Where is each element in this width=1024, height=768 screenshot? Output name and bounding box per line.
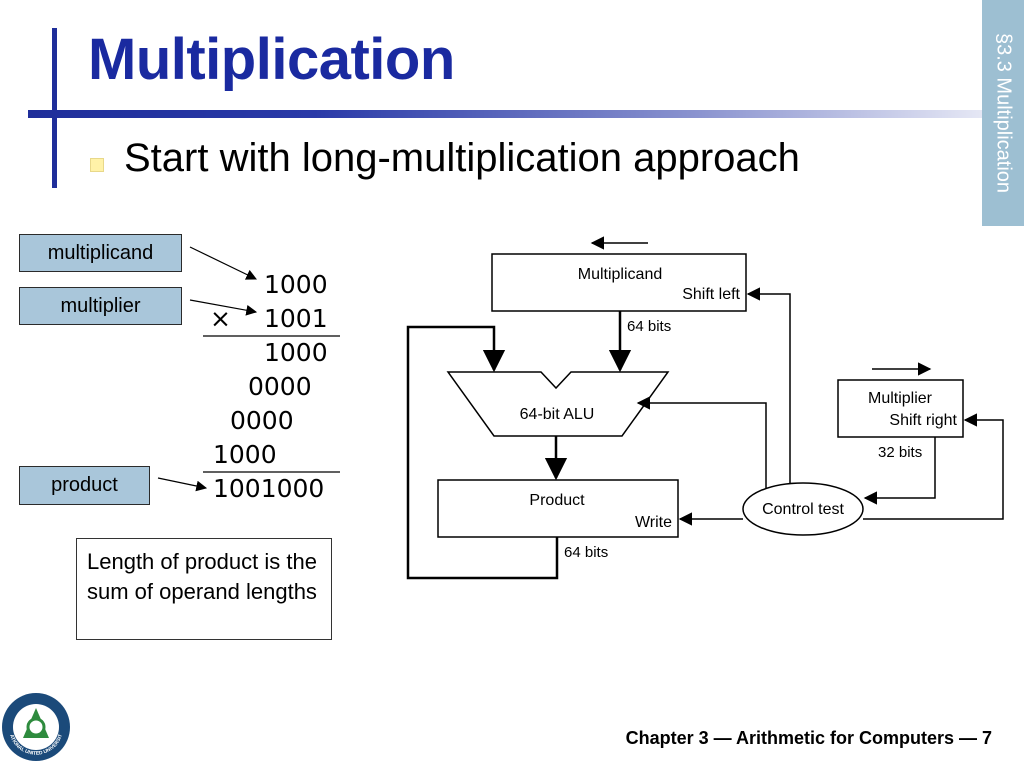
multiplier-label-text: multiplier bbox=[60, 294, 141, 317]
multiplicand-label: multiplicand bbox=[19, 234, 182, 272]
control-to-multiplicand-arrow bbox=[746, 287, 791, 483]
alu-shape bbox=[446, 371, 670, 437]
multiplier-pointer-arrow bbox=[189, 299, 258, 316]
product-label: product bbox=[19, 466, 150, 505]
multiplicand-register bbox=[491, 253, 747, 312]
section-tab: §3.3 Multiplication bbox=[982, 0, 1024, 226]
slide-title: Multiplication bbox=[88, 27, 455, 92]
control-to-multiplier-arrow bbox=[863, 413, 1004, 520]
alu-label: 64-bit ALU bbox=[520, 406, 595, 423]
note-box: Length of product is the sum of operand … bbox=[76, 538, 332, 640]
product-feedback-loop bbox=[406, 325, 559, 580]
product-value: 1001000 bbox=[213, 474, 325, 503]
multiplier-to-control-arrow bbox=[863, 437, 936, 505]
university-logo: NATIONAL UNITED UNIVERSITY bbox=[0, 0, 70, 761]
multiplier-register-label: Multiplier bbox=[868, 390, 933, 407]
product-width-label: 64 bits bbox=[564, 544, 608, 561]
title-accent-bar-vertical bbox=[52, 28, 57, 188]
bullet-text: Start with long-multiplication approach bbox=[124, 136, 800, 180]
multiplier-width-label: 32 bits bbox=[878, 444, 922, 461]
product-write-label: Write bbox=[635, 514, 672, 531]
partial-product-1: 1000 bbox=[264, 338, 328, 367]
control-test-label: Control test bbox=[762, 501, 844, 518]
bullet-marker bbox=[90, 158, 104, 172]
partial-product-4: 1000 bbox=[213, 440, 277, 469]
note-text: Length of product is the sum of operand … bbox=[87, 549, 317, 604]
partial-product-3: 0000 bbox=[230, 406, 294, 435]
multiplicand-shift-label: Shift left bbox=[682, 286, 740, 303]
multiplicand-value: 1000 bbox=[264, 270, 328, 299]
title-underline-bar bbox=[28, 110, 984, 118]
multiplier-register bbox=[837, 379, 964, 438]
times-sign: × bbox=[210, 304, 231, 333]
product-pointer-arrow bbox=[157, 477, 208, 492]
product-register-label: Product bbox=[529, 492, 585, 509]
multiplicand-width-label: 64 bits bbox=[627, 318, 671, 335]
multiplier-label: multiplier bbox=[19, 287, 182, 325]
multiplicand-label-text: multiplicand bbox=[47, 241, 154, 264]
product-label-text: product bbox=[51, 474, 118, 496]
multiplicand-register-label: Multiplicand bbox=[578, 266, 662, 283]
multiplier-shift-label: Shift right bbox=[889, 412, 957, 429]
product-register bbox=[437, 479, 679, 538]
slide-footer: Chapter 3 — Arithmetic for Computers — 7 bbox=[625, 728, 992, 748]
control-to-alu-arrow bbox=[636, 396, 767, 488]
multiplier-value: 1001 bbox=[264, 304, 328, 333]
partial-product-2: 0000 bbox=[248, 372, 312, 401]
logo-text: NATIONAL UNITED UNIVERSITY bbox=[0, 0, 64, 757]
control-test-unit bbox=[742, 482, 864, 536]
logo-emblem-ring bbox=[26, 717, 46, 737]
multiplicand-pointer-arrow bbox=[189, 246, 257, 280]
